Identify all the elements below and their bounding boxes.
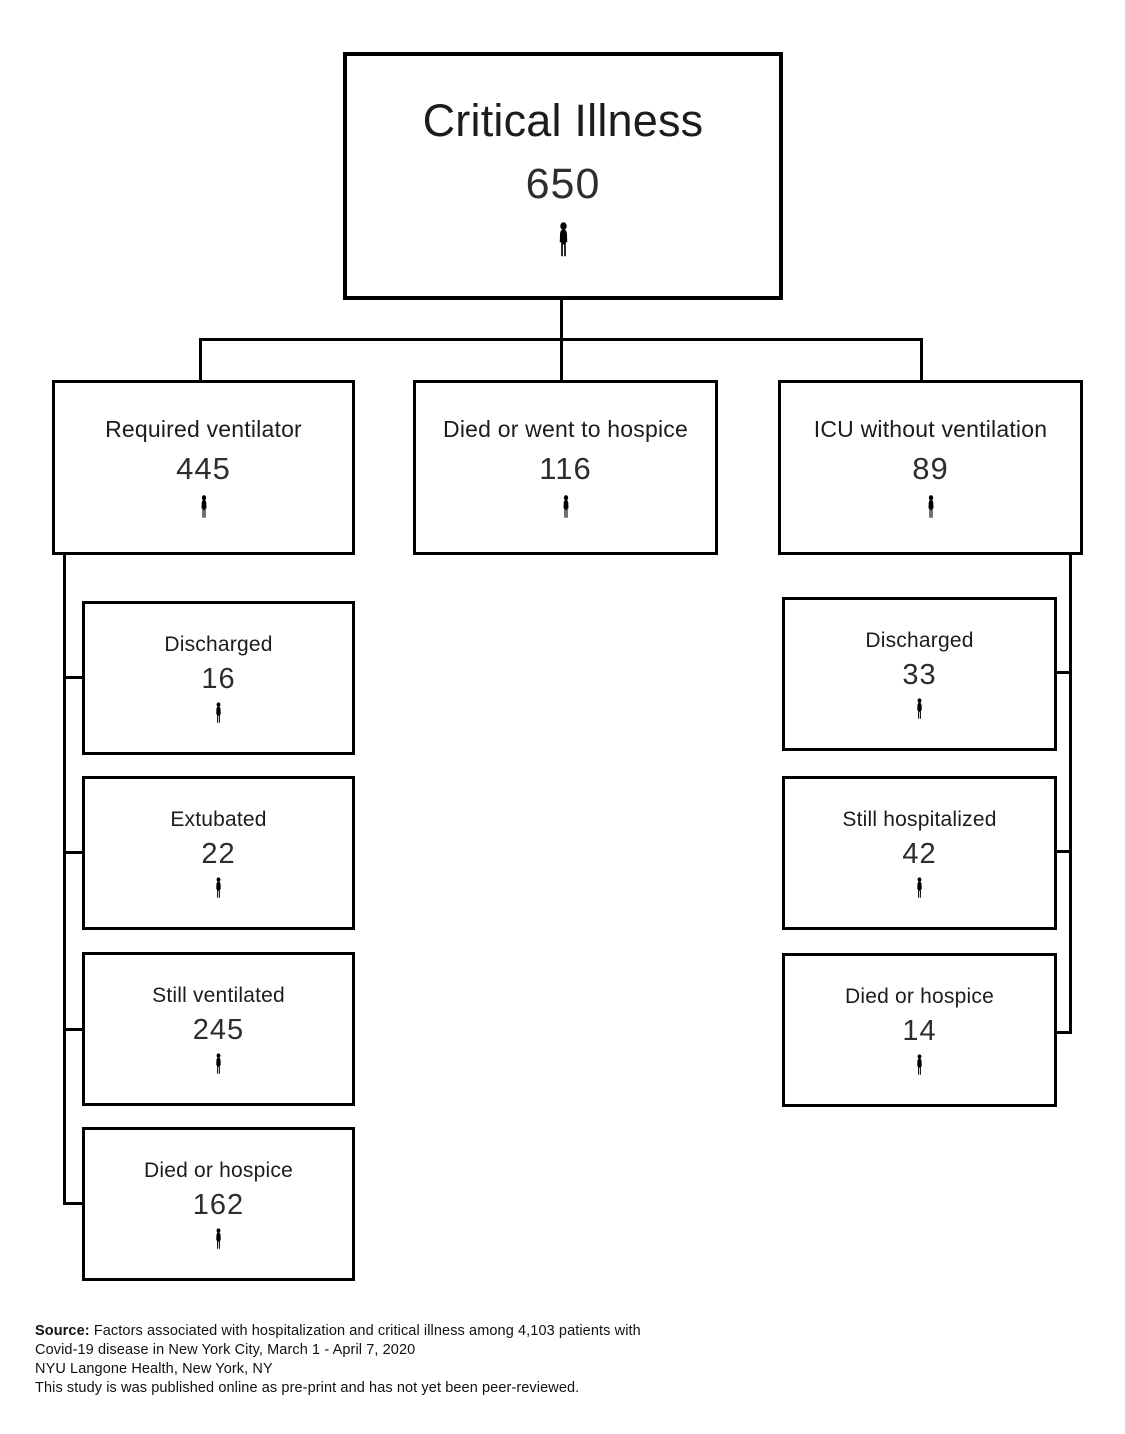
source-line-1: Source: Factors associated with hospital… (35, 1322, 641, 1341)
node-ventilator-extubated: Extubated 22 (82, 776, 355, 930)
node-died-or-went-to-hospice: Died or went to hospice 116 (413, 380, 718, 555)
connector-stub-discharged-right (1055, 671, 1072, 674)
person-icon (216, 1052, 221, 1074)
connector-stub-still-hospitalized (1055, 850, 1072, 853)
node-value: 22 (201, 837, 236, 870)
connector-stub-died-right (1055, 1031, 1072, 1034)
source-line-3: NYU Langone Health, New York, NY (35, 1361, 273, 1377)
node-ventilator-died-or-hospice: Died or hospice 162 (82, 1127, 355, 1281)
connector-right-rail (1069, 553, 1072, 1034)
node-ventilator-discharged: Discharged 16 (82, 601, 355, 755)
node-value: 14 (902, 1014, 937, 1047)
node-value: 445 (176, 451, 231, 486)
node-value: 33 (902, 658, 937, 691)
node-label: ICU without ventilation (813, 416, 1048, 442)
person-icon (928, 495, 933, 518)
node-ventilator-still-ventilated: Still ventilated 245 (82, 952, 355, 1106)
node-icu-still-hospitalized: Still hospitalized 42 (782, 776, 1057, 930)
person-icon (216, 876, 221, 898)
person-icon (563, 495, 568, 518)
node-label: Extubated (170, 807, 267, 831)
node-label: Critical Illness (422, 94, 704, 146)
node-value: 42 (902, 837, 937, 870)
node-label: Died or hospice (845, 984, 994, 1008)
connector-level2-horizontal (199, 338, 923, 341)
node-value: 116 (539, 451, 592, 486)
node-value: 245 (192, 1013, 245, 1046)
node-label: Died or went to hospice (443, 416, 688, 442)
connector-icu-drop (920, 338, 923, 382)
source-line-2: Covid-19 disease in New York City, March… (35, 1342, 416, 1358)
connector-stub-discharged-left (63, 676, 84, 679)
node-label: Still ventilated (152, 983, 285, 1007)
node-label: Died or hospice (144, 1158, 293, 1182)
node-value: 89 (912, 451, 949, 486)
person-icon (917, 876, 922, 898)
source-label: Source: (35, 1323, 90, 1339)
node-critical-illness: Critical Illness 650 (343, 52, 783, 300)
node-label: Discharged (164, 632, 273, 656)
node-required-ventilator: Required ventilator 445 (52, 380, 355, 555)
node-icu-discharged: Discharged 33 (782, 597, 1057, 751)
person-icon (216, 701, 221, 723)
node-label: Required ventilator (105, 416, 302, 442)
connector-left-rail (63, 553, 66, 1205)
node-label: Discharged (865, 628, 974, 652)
connector-stub-still-ventilated (63, 1028, 84, 1031)
person-icon (917, 697, 922, 719)
person-icon (559, 221, 567, 256)
connector-stub-died-left (63, 1202, 84, 1205)
person-icon (216, 1227, 221, 1249)
node-icu-without-ventilation: ICU without ventilation 89 (778, 380, 1083, 555)
source-line-4: This study is was published online as pr… (35, 1380, 580, 1396)
node-value: 650 (525, 159, 601, 208)
node-label: Still hospitalized (842, 807, 997, 831)
connector-ventilator-drop (199, 338, 202, 382)
connector-stub-extubated (63, 851, 84, 854)
node-icu-died-or-hospice: Died or hospice 14 (782, 953, 1057, 1107)
person-icon (201, 495, 206, 518)
node-value: 16 (201, 662, 236, 695)
person-icon (917, 1053, 922, 1075)
node-value: 162 (192, 1188, 245, 1221)
source-note: Source: Factors associated with hospital… (35, 1322, 641, 1398)
source-line-1-text: Factors associated with hospitalization … (89, 1323, 641, 1339)
